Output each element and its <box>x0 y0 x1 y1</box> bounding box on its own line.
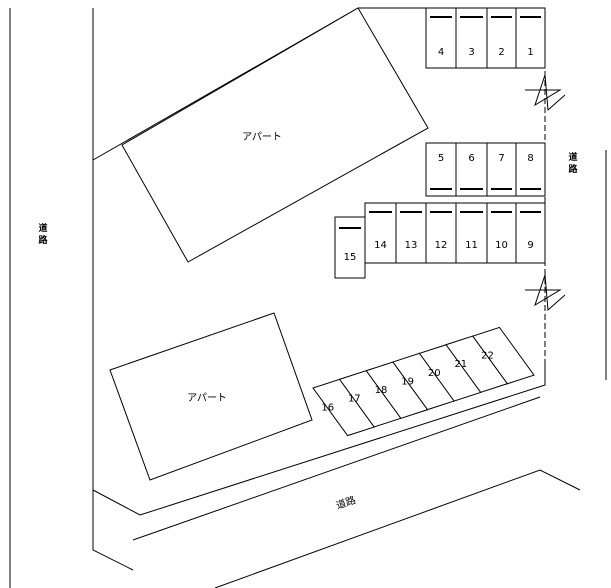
apartment-building-bottom <box>109 312 313 481</box>
stall-number: 16 <box>321 402 334 413</box>
stall-number: 10 <box>495 240 508 251</box>
stall-number: 11 <box>465 240 478 251</box>
stall-number: 5 <box>438 153 444 164</box>
stall-wheel-stop <box>460 16 483 18</box>
stall-wheel-stop <box>430 211 452 213</box>
stall-wheel-stop <box>430 16 452 18</box>
parking-stall-8: 8 <box>515 142 546 197</box>
parking-stall-11: 11 <box>455 202 488 264</box>
stall-outline <box>334 216 366 279</box>
stall-outline <box>472 326 535 385</box>
parking-stall-1: 1 <box>515 7 546 69</box>
property-bottom-boundary <box>92 365 546 516</box>
stall-number: 8 <box>527 153 533 164</box>
parking-stall-7: 7 <box>486 142 517 197</box>
parking-stall-13: 13 <box>395 202 427 264</box>
stall-number: 9 <box>527 240 533 251</box>
road-label-bottom: 道路 <box>334 493 357 512</box>
apartment-label-top: アパート <box>242 131 282 143</box>
stall-wheel-stop <box>520 16 541 18</box>
property-left-boundary <box>92 8 134 571</box>
parking-stall-2: 2 <box>486 7 517 69</box>
stall-number: 1 <box>527 47 533 58</box>
stall-wheel-stop <box>369 211 392 213</box>
road-left-char-1: 道 <box>38 222 47 234</box>
apartment-label-bottom: アパート <box>187 392 227 404</box>
stall-number: 13 <box>405 240 418 251</box>
stall-number: 17 <box>348 394 361 405</box>
road-edge-lower <box>214 469 581 588</box>
parking-stall-22: 22 <box>472 326 535 385</box>
stall-wheel-stop <box>520 188 541 190</box>
stall-number: 7 <box>498 153 504 164</box>
stall-number: 2 <box>498 47 504 58</box>
stall-wheel-stop <box>460 188 483 190</box>
stall-number: 19 <box>401 376 414 387</box>
stall-wheel-stop <box>430 188 452 190</box>
break-mark-lower <box>525 274 566 312</box>
parking-stall-6: 6 <box>455 142 488 197</box>
parking-stall-14: 14 <box>364 202 397 264</box>
apartment-building-top <box>121 7 429 263</box>
break-mark-upper <box>525 74 566 112</box>
stall-number: 12 <box>435 240 448 251</box>
parking-stall-4: 4 <box>425 7 457 69</box>
road-label-left: 道 路 <box>38 222 48 246</box>
stall-number: 15 <box>344 252 357 263</box>
parking-stall-5: 5 <box>425 142 457 197</box>
stall-outline <box>515 142 546 197</box>
stall-wheel-stop <box>491 211 512 213</box>
parking-stall-15: 15 <box>334 216 366 279</box>
stall-number: 4 <box>438 47 444 58</box>
stall-number: 21 <box>454 359 467 370</box>
stall-number: 14 <box>374 240 387 251</box>
road-label-right: 道 路 <box>568 151 578 175</box>
road-right-char-1: 道 <box>568 151 577 163</box>
road-edge-upper <box>132 396 541 541</box>
stall-number: 22 <box>481 351 494 362</box>
stall-outline <box>425 142 457 197</box>
stall-number: 6 <box>468 153 474 164</box>
parking-stall-3: 3 <box>455 7 488 69</box>
stall-wheel-stop <box>400 211 422 213</box>
parking-stall-9: 9 <box>515 202 546 264</box>
parking-stall-10: 10 <box>486 202 517 264</box>
stall-number: 3 <box>468 47 474 58</box>
road-left-char-2: 路 <box>38 234 48 246</box>
stall-wheel-stop <box>491 188 512 190</box>
stall-number: 18 <box>375 385 388 396</box>
road-right-char-2: 路 <box>568 163 578 175</box>
parking-stall-12: 12 <box>425 202 457 264</box>
stall-wheel-stop <box>520 211 541 213</box>
stall-wheel-stop <box>460 211 483 213</box>
stall-number: 20 <box>428 368 441 379</box>
stall-wheel-stop <box>339 227 361 229</box>
stall-wheel-stop <box>491 16 512 18</box>
